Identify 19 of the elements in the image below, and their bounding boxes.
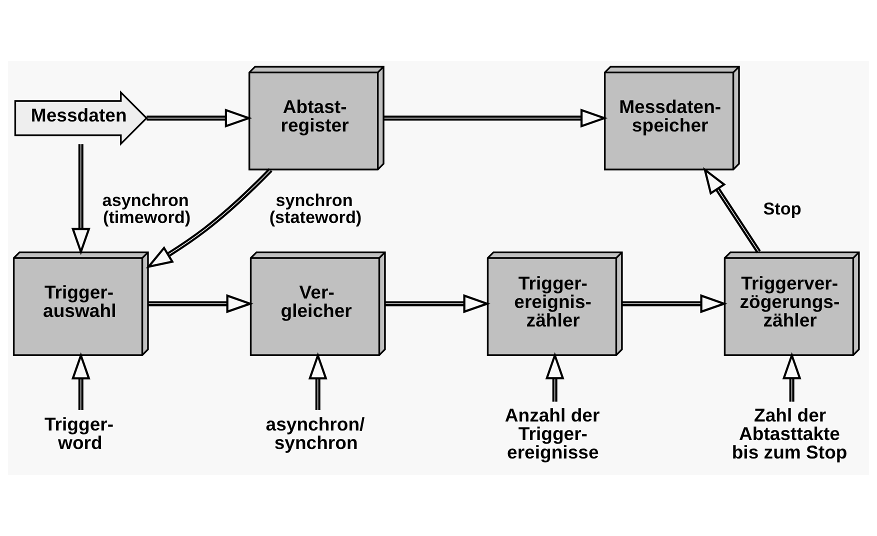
edge-label: asynchron (timeword) [102,190,191,228]
node-text: Zahl der Abtasttakte bis zum Stop [732,404,848,462]
arrow [384,108,608,128]
arrow [146,168,272,268]
arrow [71,144,90,256]
arrow [146,108,252,128]
arrow [308,352,328,410]
arrow [545,352,564,402]
edge-label: Stop [763,198,802,219]
arrow [703,167,761,254]
node-text: Trigger- word [44,414,114,454]
node-text: Anzahl der Trigger- ereignisse [504,404,600,462]
arrow [622,294,728,314]
arrow [782,352,802,402]
arrow [71,352,90,410]
edge-label: synchron (stateword) [269,190,362,228]
arrow [148,294,254,314]
arrow [384,294,490,314]
node-text: asynchron/ synchron [266,414,365,454]
